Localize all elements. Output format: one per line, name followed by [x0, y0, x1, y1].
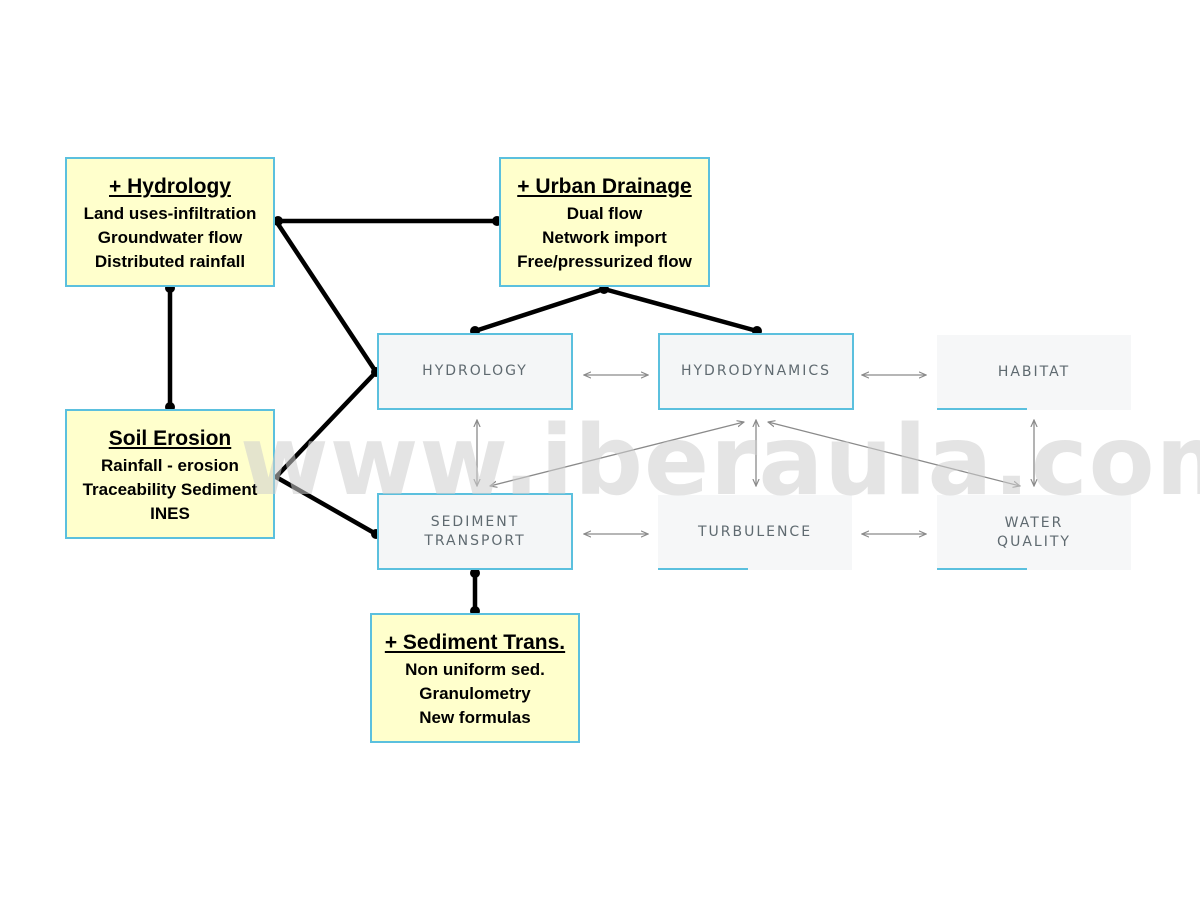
connector-soilerosion-hydrologymodule	[273, 369, 379, 480]
feature-box-sediment-trans: + Sediment Trans. Non uniform sed. Granu…	[370, 613, 580, 743]
connector-dot	[470, 568, 480, 578]
feature-hydrology-title: + Hydrology	[109, 175, 231, 198]
feature-urban-drainage-title: + Urban Drainage	[517, 175, 692, 198]
module-sediment-transport-label: SEDIMENT TRANSPORT	[424, 513, 525, 551]
module-hydrodynamics-label: HYDRODYNAMICS	[680, 363, 832, 379]
feature-hydrology-line: Distributed rainfall	[94, 252, 246, 271]
feature-soil-erosion-line: Rainfall - erosion	[101, 456, 239, 475]
module-water-quality-label: WATER QUALITY	[997, 514, 1071, 552]
feature-sediment-trans-line: Granulometry	[419, 684, 531, 703]
module-arrows	[477, 375, 1034, 534]
arrow-hydrodynamics-waterquality	[768, 422, 1020, 486]
module-hydrodynamics: HYDRODYNAMICS	[658, 333, 854, 410]
feature-box-urban-drainage: + Urban Drainage Dual flow Network impor…	[499, 157, 710, 287]
connector-hydrology-hydrologymodule	[273, 218, 379, 375]
feature-sediment-trans-title: + Sediment Trans.	[384, 631, 566, 654]
feature-box-soil-erosion: Soil Erosion Rainfall - erosion Traceabi…	[65, 409, 275, 539]
feature-soil-erosion-line: INES	[150, 504, 190, 523]
connector-dot	[273, 216, 283, 226]
module-habitat-label: HABITAT	[997, 364, 1071, 380]
module-sediment-transport: SEDIMENT TRANSPORT	[377, 493, 573, 570]
module-habitat: HABITAT	[937, 335, 1131, 410]
arrow-hydrodynamics-sediment	[490, 422, 744, 486]
feature-urban-drainage-line: Free/pressurized flow	[517, 252, 692, 271]
module-water-quality: WATER QUALITY	[937, 495, 1131, 570]
connector-urbandrainage-hydrodynamics	[601, 286, 760, 334]
feature-box-hydrology: + Hydrology Land uses-infiltration Groun…	[65, 157, 275, 287]
feature-urban-drainage-line: Dual flow	[566, 204, 643, 223]
module-turbulence-label: TURBULENCE	[697, 524, 813, 540]
module-turbulence: TURBULENCE	[658, 495, 852, 570]
feature-connectors	[167, 218, 760, 615]
module-hydrology-label: HYDROLOGY	[422, 363, 528, 379]
module-sediment-line-1: SEDIMENT	[430, 513, 520, 530]
feature-urban-drainage-line: Network import	[542, 228, 667, 247]
feature-sediment-trans-line: Non uniform sed.	[405, 660, 545, 679]
module-water-line-1: WATER	[1004, 514, 1064, 531]
module-sediment-line-2: TRANSPORT	[424, 532, 526, 549]
connector-urbandrainage-hydrologymodule	[472, 286, 607, 334]
module-hydrology: HYDROLOGY	[377, 333, 573, 410]
feature-sediment-trans-line: New formulas	[419, 708, 531, 727]
feature-hydrology-line: Groundwater flow	[97, 228, 243, 247]
connector-soilerosion-sedimentmodule	[273, 474, 379, 537]
feature-soil-erosion-title: Soil Erosion	[108, 427, 232, 450]
feature-soil-erosion-line: Traceability Sediment	[82, 480, 258, 499]
feature-hydrology-line: Land uses-infiltration	[83, 204, 257, 223]
module-water-line-2: QUALITY	[997, 533, 1071, 550]
